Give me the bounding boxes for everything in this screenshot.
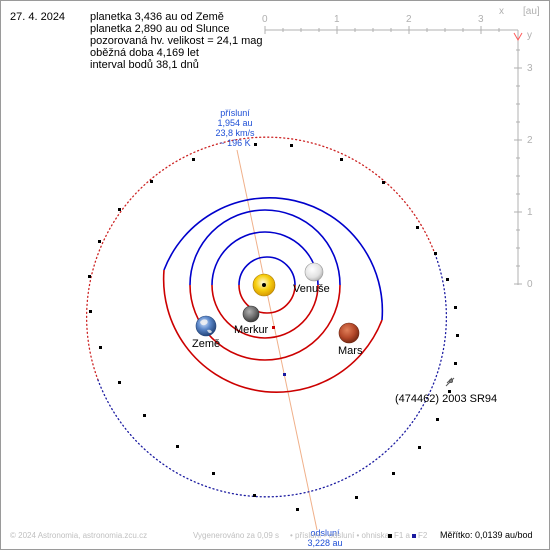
info-period: oběžná doba 4,169 let [90,47,199,59]
y-tick-2: 2 [527,135,533,146]
x-tick-3: 3 [478,14,484,25]
footer-generated: Vygenerováno za 0,09 s [193,531,279,540]
earth-icon [195,315,217,337]
earth-orbit [189,209,341,361]
footer-legend: • přísluní • odsluní • ohniska [290,531,390,540]
venus-icon [304,262,324,282]
info-magnitude: pozorovaná hv. velikost = 24,1 mag [90,35,263,47]
mars-orbit [162,197,384,393]
earth-label: Země [192,338,221,350]
info-interval: interval bodů 38,1 dnů [90,59,199,71]
x-tick-2: 2 [406,14,412,25]
x-axis-letter: x [499,6,504,17]
apsis-line [236,149,318,531]
mercury-icon [242,305,260,323]
venus-orbit [211,231,319,339]
asteroid-icon [445,377,455,387]
asteroid-orbit [85,136,448,498]
date-label: 27. 4. 2024 [10,11,66,23]
x-axis [264,26,518,34]
footer-f1: F1 a [394,531,411,540]
mars-icon [338,322,360,344]
inner-orbit-markers [272,326,286,376]
axis-corner-marker [513,32,523,42]
footer-copyright: © 2024 Astronomia, astronomia.zcu.cz [10,531,148,540]
aphelion-annotation: odsluní 3,228 au [290,528,360,548]
y-tick-1: 1 [527,207,533,218]
perihelion-annotation: přísluní 1,954 au 23,8 km/s ~ 196 K [200,108,270,148]
unit-label: [au] [523,6,540,17]
y-tick-3: 3 [527,63,533,74]
footer-f2: F2 [418,531,428,540]
mercury-orbit [238,256,296,314]
legend-f2-marker [412,534,416,538]
info-panel: planetka 3,436 au od Země planetka 2,890… [90,11,263,71]
info-earth-distance: planetka 3,436 au od Země [90,11,224,23]
y-axis-letter: y [527,30,532,41]
perihelion-title: přísluní [220,108,250,118]
x-tick-1: 1 [334,14,340,25]
y-axis [514,30,522,285]
x-tick-0: 0 [262,14,268,25]
mercury-label: Merkur [234,324,269,336]
perihelion-speed: 23,8 km/s [215,128,255,138]
perihelion-distance: 1,954 au [217,118,253,128]
aphelion-distance: 3,228 au [307,538,343,548]
y-tick-0: 0 [527,279,533,290]
aphelion-title: odsluní [310,528,340,538]
info-sun-distance: planetka 2,890 au od Slunce [90,23,230,35]
asteroid-label: (474462) 2003 SR94 [395,393,498,405]
asteroid-position-markers [88,143,459,511]
footer-scale: Měřítko: 0,0139 au/bod [440,530,533,540]
legend-f1-marker [388,534,392,538]
mars-label: Mars [338,345,363,357]
perihelion-temperature: ~ 196 K [219,138,251,148]
venus-label: Venuše [293,283,330,295]
sun-icon [252,273,276,297]
